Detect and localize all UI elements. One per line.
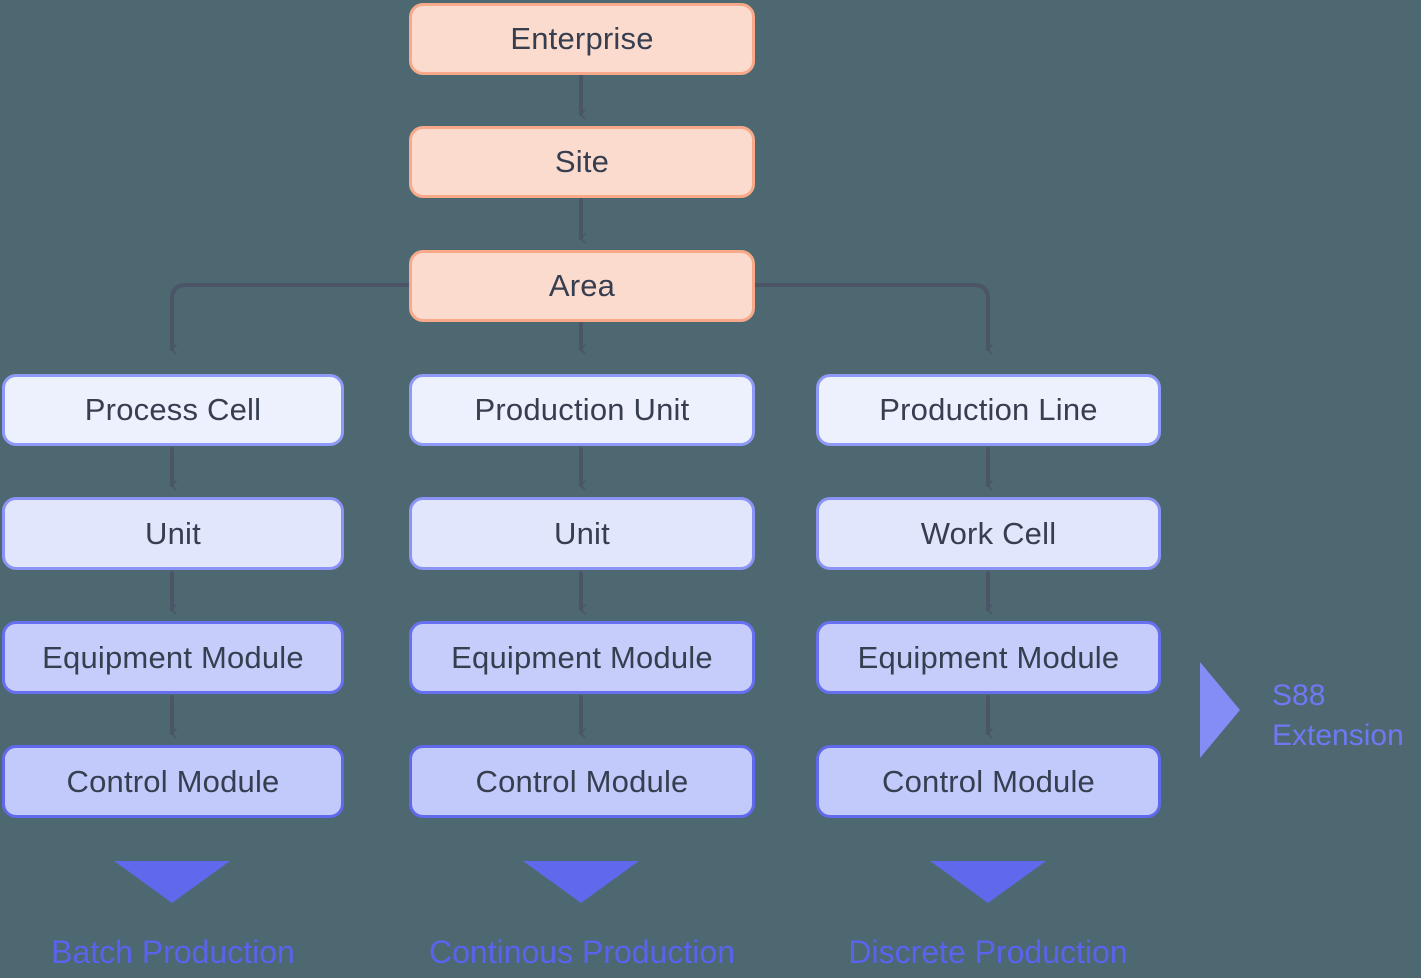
- node-equipment-module-discrete-label: Equipment Module: [857, 639, 1120, 675]
- node-control-module-discrete-label: Control Module: [881, 763, 1096, 799]
- node-process-cell[interactable]: Process Cell: [2, 374, 344, 446]
- node-control-module-continuous-label: Control Module: [475, 763, 689, 799]
- node-unit-continuous[interactable]: Unit: [409, 497, 755, 570]
- node-unit-batch-label: Unit: [145, 515, 201, 551]
- node-control-module-discrete[interactable]: Control Module: [816, 745, 1161, 818]
- node-unit-continuous-label: Unit: [554, 515, 610, 551]
- node-production-unit-label: Production Unit: [474, 392, 690, 427]
- caption-batch-production: Batch Production: [51, 934, 295, 970]
- node-production-unit[interactable]: Production Unit: [409, 374, 755, 446]
- node-work-cell[interactable]: Work Cell: [816, 497, 1161, 570]
- connector-area-process-cell: [170, 283, 411, 349]
- node-work-cell-label: Work Cell: [920, 515, 1057, 551]
- node-unit-batch[interactable]: Unit: [2, 497, 344, 570]
- s88-extension-line2: Extension: [1272, 719, 1404, 752]
- node-equipment-module-continuous[interactable]: Equipment Module: [409, 621, 755, 694]
- s88-extension-arrow-icon: [1200, 662, 1240, 758]
- node-equipment-module-batch[interactable]: Equipment Module: [2, 621, 344, 694]
- node-equipment-module-discrete[interactable]: Equipment Module: [816, 621, 1161, 694]
- caption-continuous-production: Continous Production: [429, 934, 735, 970]
- node-equipment-module-batch-label: Equipment Module: [42, 639, 304, 675]
- node-area[interactable]: Area: [409, 250, 755, 322]
- node-enterprise-label: Enterprise: [510, 21, 654, 56]
- s88-extension-label: S88 Extension: [1272, 676, 1404, 756]
- node-area-label: Area: [548, 268, 616, 303]
- node-production-line[interactable]: Production Line: [816, 374, 1161, 446]
- node-control-module-batch[interactable]: Control Module: [2, 745, 344, 818]
- s88-extension-line1: S88: [1272, 679, 1326, 712]
- continuous-output-arrow-icon: [523, 861, 639, 903]
- discrete-output-arrow-icon: [930, 861, 1046, 903]
- node-site-label: Site: [554, 144, 610, 179]
- caption-discrete-production: Discrete Production: [848, 934, 1128, 970]
- node-control-module-continuous[interactable]: Control Module: [409, 745, 755, 818]
- node-enterprise[interactable]: Enterprise: [409, 3, 755, 75]
- node-site[interactable]: Site: [409, 126, 755, 198]
- node-control-module-batch-label: Control Module: [66, 763, 280, 799]
- node-production-line-label: Production Line: [879, 392, 1098, 427]
- batch-output-arrow-icon: [114, 861, 230, 903]
- node-process-cell-label: Process Cell: [84, 392, 262, 427]
- node-equipment-module-continuous-label: Equipment Module: [451, 639, 713, 675]
- connector-area-production-line: [753, 283, 988, 349]
